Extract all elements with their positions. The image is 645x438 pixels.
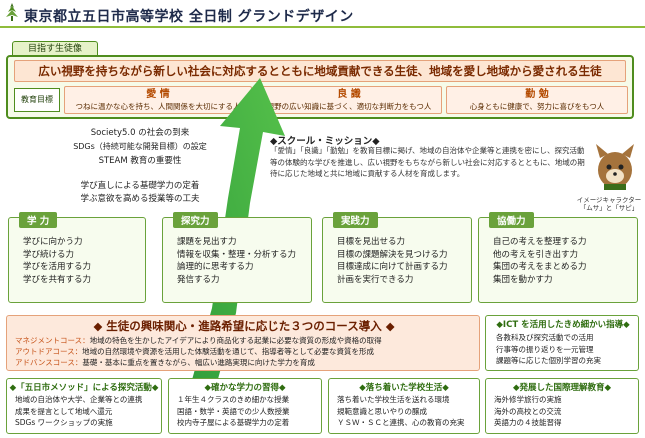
skill-title: 協働力 (489, 212, 534, 228)
skill-item: 発信する力 (177, 274, 220, 285)
course-desc: 地域の特色を生かしたアイデアにより商品化する起業に必要な資質の形成や資格の取得 (89, 336, 382, 345)
pillar-item: 学ぶ意欲を高める授業等の工夫 (80, 194, 200, 204)
virtue-name: 愛 情 (146, 89, 170, 100)
course-name: マネジメントコース： (15, 336, 90, 345)
skill-box-kyodoryoku: 協働力 自己の考えを整理する力 他の考えを引き出す力 集団の考えをまとめる力 集… (478, 212, 638, 303)
course-row: マネジメントコース：地域の特色を生かしたアイデアにより商品化する起業に必要な資質… (15, 335, 382, 346)
virtue-name: 勤 勉 (525, 89, 549, 100)
box-school-life: ◆落ち着いた学校生活◆ 落ち着いた学校生活を送れる環境 規範意識と思いやりの醸成… (328, 378, 480, 434)
skill-title: 学 力 (19, 212, 58, 228)
skill-box-jissenryoku: 実践力 目標を見出せる力 目標の課題解決を見つける力 目標達成に向けて計画する力… (322, 212, 472, 303)
box-item: ＹＳＷ・ＳＣと連携、心の教育の充実 (337, 418, 465, 427)
skill-item: 論理的に思考する力 (177, 262, 254, 272)
skill-item: 目標達成に向けて計画する力 (337, 262, 448, 272)
box-item: 成果を提言として地域へ還元 (15, 406, 113, 416)
virtue-ryoshiki: 良 識 視野の広い知識に基づく、適切な判断力をもつ人 (256, 86, 442, 114)
skill-title: 実践力 (333, 212, 378, 228)
pillars-bottom: 学び直しによる基礎学力の定着 学ぶ意欲を高める授業等の工夫 (60, 180, 220, 206)
skill-item: 学びを共有する力 (23, 274, 92, 285)
box-item: 校内寺子屋による基礎学力の定着 (177, 418, 290, 427)
box-international: ◆発展した国際理解教育◆ 海外修学旅行の実施 海外の高校との交流 英語力の４技能… (485, 378, 639, 434)
mascot-icon (596, 144, 634, 190)
skill-item: 目標の課題解決を見つける力 (337, 249, 448, 260)
ict-panel: ◆ICT を活用したきめ細かい指導◆ 各教科及び探究活動での活用 行事等の振り返… (485, 315, 639, 371)
skill-item: 目標を見出せる力 (337, 237, 406, 247)
box-inquiry: ◆「五日市メソッド」による探究活動◆ 地域の自治体や大学、企業等との連携 成果を… (6, 378, 162, 434)
virtue-desc: つねに温かな心を持ち、人間関係を大切にする人 (75, 102, 241, 111)
pillars-top: Society5.0 の社会の到来 SDGs（持続可能な開発目標）の設定 STE… (60, 126, 220, 168)
skill-item: 集団の考えをまとめる力 (493, 262, 587, 272)
skill-item: 学び続ける力 (23, 249, 75, 260)
mission-body: 「愛情」「良識」「勤勉」を教育目標に掲げ、地域の自治体や企業等と連携を密にし、探… (270, 146, 585, 178)
box-item: 英語力の４技能習得 (494, 418, 562, 427)
page-title: 東京都立五日市高等学校 全日制 グランドデザイン (24, 9, 354, 25)
skill-item: 他の考えを引き出す力 (493, 249, 579, 260)
course-panel: ◆ 生徒の興味関心・進路希望に応じた３つのコース導入 ◆ マネジメントコース：地… (6, 315, 480, 371)
box-item: 規範意識と思いやりの醸成 (337, 406, 427, 416)
skill-item: 集団を動かす力 (493, 274, 553, 285)
course-desc: 基礎・基本に重点を置きながら、幅広い進路実現に向けた学力を育成 (82, 358, 315, 367)
skill-item: 学びを活用する力 (23, 262, 92, 272)
box-item: 海外の高校との交流 (494, 406, 562, 416)
virtue-aijo: 愛 情 つねに温かな心を持ち、人間関係を大切にする人 (64, 86, 252, 114)
pillar-item: SDGs（持続可能な開発目標）の設定 (73, 142, 207, 151)
virtue-kinben: 勤 勉 心身ともに健康で、努力に喜びをもつ人 (446, 86, 628, 114)
pillar-item: 学び直しによる基礎学力の定着 (80, 181, 200, 191)
box-item: 海外修学旅行の実施 (494, 395, 562, 404)
course-title: ◆ 生徒の興味関心・進路希望に応じた３つのコース導入 ◆ (93, 319, 395, 333)
skill-item: 課題を見出す力 (177, 237, 237, 247)
box-title: ◆発展した国際理解教育◆ (512, 383, 612, 393)
skill-item: 学びに向かう力 (23, 237, 83, 247)
pillar-item: Society5.0 の社会の到来 (90, 128, 190, 138)
school-emblem-icon (6, 3, 18, 21)
course-desc: 地域の自然環境や資源を活用した体験活動を通じて、指導者等として必要な資質を形成 (82, 347, 375, 356)
box-item: １年生４クラスのきめ細かな授業 (177, 395, 290, 404)
header-divider (0, 26, 645, 28)
skill-item: 自己の考えを整理する力 (493, 237, 587, 247)
edu-goal-label: 教育目標 (14, 88, 60, 112)
box-item: 地域の自治体や大学、企業等との連携 (15, 395, 143, 404)
box-item: SDGs ワークショップの実施 (15, 418, 113, 427)
box-item: 国語・数学・英語での少人数授業 (177, 406, 290, 416)
skill-box-gakuryoku: 学 力 学びに向かう力 学び続ける力 学びを活用する力 学びを共有する力 (8, 212, 146, 303)
box-title: ◆落ち着いた学校生活◆ (359, 383, 449, 393)
course-row: アドバンスコース：基礎・基本に重点を置きながら、幅広い進路実現に向けた学力を育成 (15, 357, 315, 368)
ict-title: ◆ICT を活用したきめ細かい指導◆ (496, 320, 630, 330)
skill-item: 情報を収集・整理・分析する力 (177, 249, 297, 260)
box-item: 落ち着いた学校生活を送れる環境 (337, 395, 450, 404)
virtue-desc: 視野の広い知識に基づく、適切な判断力をもつ人 (266, 102, 432, 111)
skill-box-tankyuryoku: 探究力 課題を見出す力 情報を収集・整理・分析する力 論理的に思考する力 発信す… (162, 212, 312, 303)
mission-heading: ◆スクール・ミッション◆ (270, 136, 380, 147)
goal-tab: 目指す生徒像 (12, 41, 98, 57)
course-name: アドバンスコース： (15, 358, 83, 367)
ict-item: 行事等の振り返りを一元管理 (496, 344, 594, 354)
mascot-caption: イメージキャラクター「ムサ」と「サピ」 (576, 196, 642, 212)
box-academic: ◆確かな学力の習得◆ １年生４クラスのきめ細かな授業 国語・数学・英語での少人数… (168, 378, 322, 434)
pillar-item: STEAM 教育の重要性 (98, 156, 182, 166)
ict-item: 課題等に応じた個別学習の充実 (496, 356, 601, 365)
box-title: ◆「五日市メソッド」による探究活動◆ (9, 383, 159, 393)
course-name: アウトドアコース： (15, 347, 83, 356)
skill-title: 探究力 (173, 212, 218, 228)
ict-item: 各教科及び探究活動での活用 (496, 333, 594, 342)
virtue-name: 良 識 (337, 89, 361, 100)
virtue-desc: 心身ともに健康で、努力に喜びをもつ人 (469, 102, 605, 111)
goal-statement: 広い視野を持ちながら新しい社会に対応するとともに地域貢献できる生徒、地域を愛し地… (14, 60, 626, 82)
box-title: ◆確かな学力の習得◆ (204, 383, 286, 393)
course-row: アウトドアコース：地域の自然環境や資源を活用した体験活動を通じて、指導者等として… (15, 346, 374, 357)
skill-item: 計画を実行できる力 (337, 274, 414, 285)
